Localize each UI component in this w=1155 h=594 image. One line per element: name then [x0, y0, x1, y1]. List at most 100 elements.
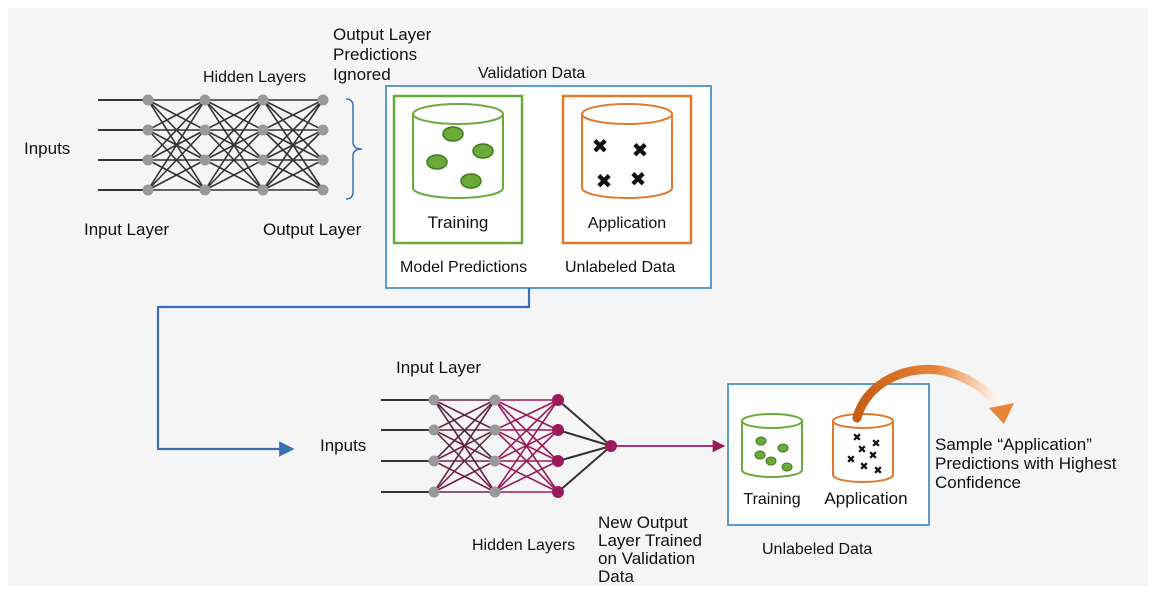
- green-data-point: [460, 173, 482, 189]
- orange-x-mark: ✖: [596, 171, 613, 193]
- top-application-cylinder: ✖ ✖ ✖ ✖: [581, 103, 673, 199]
- top-training-label: Training: [428, 213, 489, 232]
- green-data-point: [777, 443, 789, 453]
- network-edge: [204, 129, 264, 191]
- orange-x-mark: ✖: [873, 465, 882, 477]
- network-node: [199, 94, 211, 106]
- network-edge: [204, 99, 264, 161]
- top-inputs-label: Inputs: [24, 139, 70, 158]
- network-node: [317, 184, 329, 196]
- network-node: [489, 486, 501, 498]
- green-data-point: [765, 456, 777, 466]
- sample-line-1: Sample “Application”: [935, 435, 1092, 454]
- network-edge: [494, 460, 559, 493]
- network-edge: [262, 99, 324, 161]
- network-edge: [147, 99, 206, 191]
- orange-x-mark: ✖: [871, 438, 880, 450]
- network-edge: [433, 399, 496, 431]
- top-application-label: Application: [588, 215, 666, 232]
- green-data-point: [755, 436, 767, 446]
- orange-x-mark: ✖: [630, 169, 647, 191]
- network-edge: [433, 429, 496, 493]
- network-node: [257, 184, 269, 196]
- network-node: [317, 94, 329, 106]
- network-node: [199, 124, 211, 136]
- network-edge: [147, 159, 206, 191]
- network-node: [199, 154, 211, 166]
- network-edge: [262, 129, 324, 191]
- sample-line-3: Confidence: [935, 473, 1021, 492]
- sample-curved-arrow: [852, 364, 1007, 423]
- top-neural-network: [98, 94, 329, 196]
- green-data-point: [442, 126, 464, 142]
- network-edge: [494, 399, 559, 431]
- network-node: [428, 486, 440, 498]
- output-edge: [557, 399, 612, 447]
- network-edge: [204, 99, 264, 191]
- output-ignored-line-2: Predictions: [333, 45, 417, 64]
- orange-x-mark: ✖: [868, 450, 877, 462]
- network-node: [428, 424, 440, 436]
- trained-node: [552, 394, 564, 406]
- orange-x-mark: ✖: [857, 444, 866, 456]
- model-predictions-label: Model Predictions: [400, 259, 527, 276]
- sample-line-2: Predictions with Highest: [935, 454, 1117, 473]
- bottom-training-cylinder: [741, 413, 803, 478]
- network-node: [199, 184, 211, 196]
- green-data-point: [472, 143, 494, 159]
- new-output-line-3: on Validation: [598, 549, 695, 568]
- network-edge: [262, 99, 324, 131]
- bottom-training-label: Training: [743, 491, 800, 508]
- top-input-layer-label: Input Layer: [84, 220, 169, 239]
- unlabeled-data-label-top: Unlabeled Data: [565, 259, 675, 276]
- network-node: [257, 124, 269, 136]
- output-ignored-line-1: Output Layer: [333, 25, 432, 44]
- trained-node: [552, 455, 564, 467]
- network-edge: [433, 399, 496, 462]
- network-node: [142, 184, 154, 196]
- orange-x-mark: ✖: [852, 432, 861, 444]
- bottom-inputs-label: Inputs: [320, 436, 366, 455]
- validation-to-bottom-connector: [156, 288, 531, 457]
- green-data-point: [426, 154, 448, 170]
- network-node: [317, 154, 329, 166]
- trained-node: [552, 424, 564, 436]
- top-hidden-layers-label: Hidden Layers: [203, 69, 306, 86]
- output-edge: [557, 445, 612, 493]
- network-node: [428, 455, 440, 467]
- new-output-line-2: Layer Trained: [598, 531, 702, 550]
- bottom-application-cylinder: ✖ ✖ ✖ ✖ ✖ ✖ ✖: [832, 413, 894, 483]
- bottom-application-label: Application: [824, 489, 907, 508]
- output-ignored-label: Output Layer Predictions Ignored: [333, 25, 436, 84]
- orange-x-mark: ✖: [592, 136, 609, 158]
- output-brace: [345, 98, 363, 200]
- network-edge: [433, 460, 496, 493]
- network-node: [489, 455, 501, 467]
- new-output-layer-label: New Output Layer Trained on Validation D…: [598, 513, 707, 586]
- bottom-neural-network: [381, 394, 617, 498]
- sample-arrow-head: [989, 403, 1014, 424]
- bottom-input-layer-label: Input Layer: [396, 358, 481, 377]
- bottom-unlabeled-data-label: Unlabeled Data: [762, 541, 872, 558]
- network-edge: [433, 399, 496, 493]
- network-node: [317, 124, 329, 136]
- network-edge: [494, 429, 559, 493]
- network-edge: [204, 99, 264, 131]
- output-ignored-line-3: Ignored: [333, 65, 391, 84]
- orange-x-mark: ✖: [846, 454, 855, 466]
- new-output-line-4: Data: [598, 567, 634, 586]
- network-edge: [494, 399, 559, 462]
- network-node: [428, 394, 440, 406]
- network-edge: [147, 99, 206, 161]
- network-node: [257, 94, 269, 106]
- sample-label: Sample “Application” Predictions with Hi…: [935, 435, 1121, 492]
- top-output-layer-label: Output Layer: [263, 220, 362, 239]
- orange-x-mark: ✖: [632, 140, 649, 162]
- network-node: [142, 94, 154, 106]
- network-node: [489, 424, 501, 436]
- network-edge: [147, 129, 206, 191]
- network-edge: [262, 159, 324, 191]
- network-edge: [494, 399, 559, 493]
- green-data-point: [754, 450, 766, 460]
